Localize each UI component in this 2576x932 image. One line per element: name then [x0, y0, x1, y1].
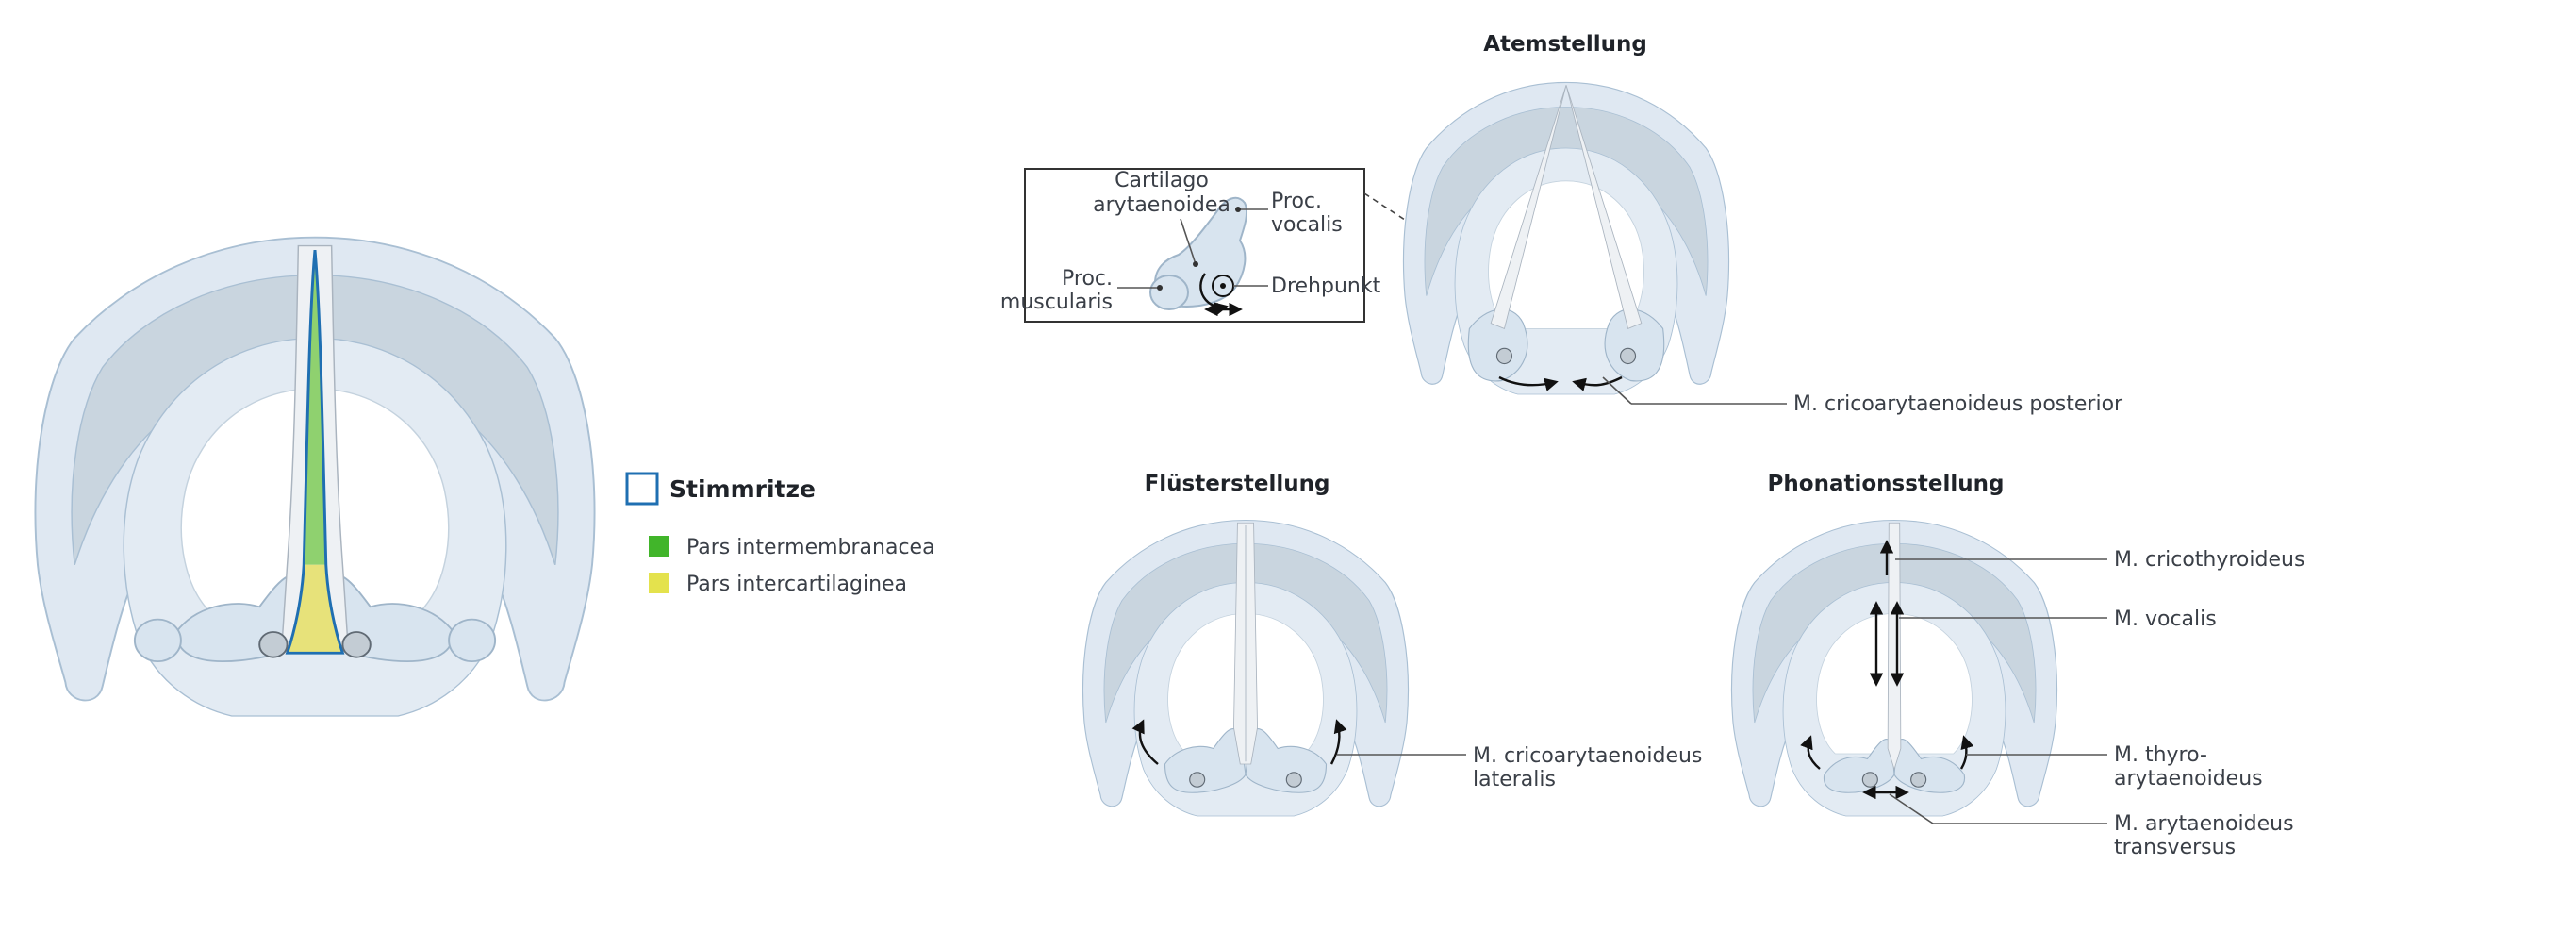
- panel-fluesterstellung: Flüsterstellung M. cricoarytaenoideus la…: [1082, 472, 1702, 817]
- panel-fluester-muscle-2: lateralis: [1473, 768, 1556, 791]
- panel-phonation-muscle-vocalis: M. vocalis: [2114, 607, 2217, 631]
- inset-arytenoid: Cartilago arytaenoidea Proc. vocalis Pro…: [1000, 168, 1381, 323]
- legend-swatch-intercartilaginea: [649, 573, 669, 593]
- panel-fluester-muscle-1: M. cricoarytaenoideus: [1473, 744, 1702, 768]
- legend: Stimmritze Pars intermembranacea Pars in…: [625, 472, 935, 596]
- inset-pivot-label: Drehpunkt: [1271, 275, 1381, 298]
- atem-arrow-left: [1498, 375, 1559, 391]
- panel-phonation-title: Phonationsstellung: [1768, 472, 2005, 496]
- panel-atemstellung: Atemstellung M. cricoarytaenoideus poste…: [1402, 32, 2123, 416]
- inset-vocal-process-label-2: vocalis: [1271, 213, 1343, 237]
- atem-arrow-right: [1572, 375, 1623, 391]
- inset-cartilage-label-2: arytaenoidea: [1093, 193, 1230, 217]
- legend-label-intercartilaginea: Pars intercartilaginea: [686, 573, 907, 596]
- phonation-arrow-thyro-left: [1800, 735, 1821, 770]
- inset-muscular-process-label-1: Proc.: [1062, 267, 1113, 291]
- larynx-overview: [34, 236, 596, 717]
- legend-title: Stimmritze: [669, 475, 816, 503]
- panel-phonation-muscle-cricothyroideus: M. cricothyroideus: [2114, 548, 2304, 572]
- panel-atem-title: Atemstellung: [1483, 32, 1647, 57]
- fluester-arrow-right: [1329, 719, 1347, 765]
- fluester-arrow-left: [1131, 719, 1159, 765]
- panel-phonation-muscle-transversus-1: M. arytaenoideus: [2114, 812, 2294, 836]
- legend-swatch-intermembranacea: [649, 536, 669, 557]
- inset-muscular-process-label-2: muscularis: [1000, 291, 1113, 314]
- panel-phonation-muscle-thyro-1: M. thyro-: [2114, 743, 2207, 767]
- panel-phonationsstellung: Phonationsstellung M. cricothyroideus M.…: [1730, 472, 2304, 859]
- inset-vocal-process-label-1: Proc.: [1271, 190, 1322, 213]
- panel-fluester-title: Flüsterstellung: [1145, 472, 1330, 496]
- panel-phonation-muscle-thyro-2: arytaenoideus: [2114, 767, 2263, 791]
- legend-stimmritze-swatch: [625, 472, 659, 506]
- pars-intermembranacea-area: [304, 250, 326, 565]
- pars-intercartilaginea-area: [287, 564, 343, 654]
- stimmritze-outline: [285, 249, 345, 655]
- panel-atem-muscle: M. cricoarytaenoideus posterior: [1793, 392, 2123, 416]
- inset-cartilage-label-1: Cartilago: [1115, 169, 1209, 192]
- panel-phonation-muscle-transversus-2: transversus: [2114, 836, 2236, 859]
- legend-label-intermembranacea: Pars intermembranacea: [686, 536, 935, 559]
